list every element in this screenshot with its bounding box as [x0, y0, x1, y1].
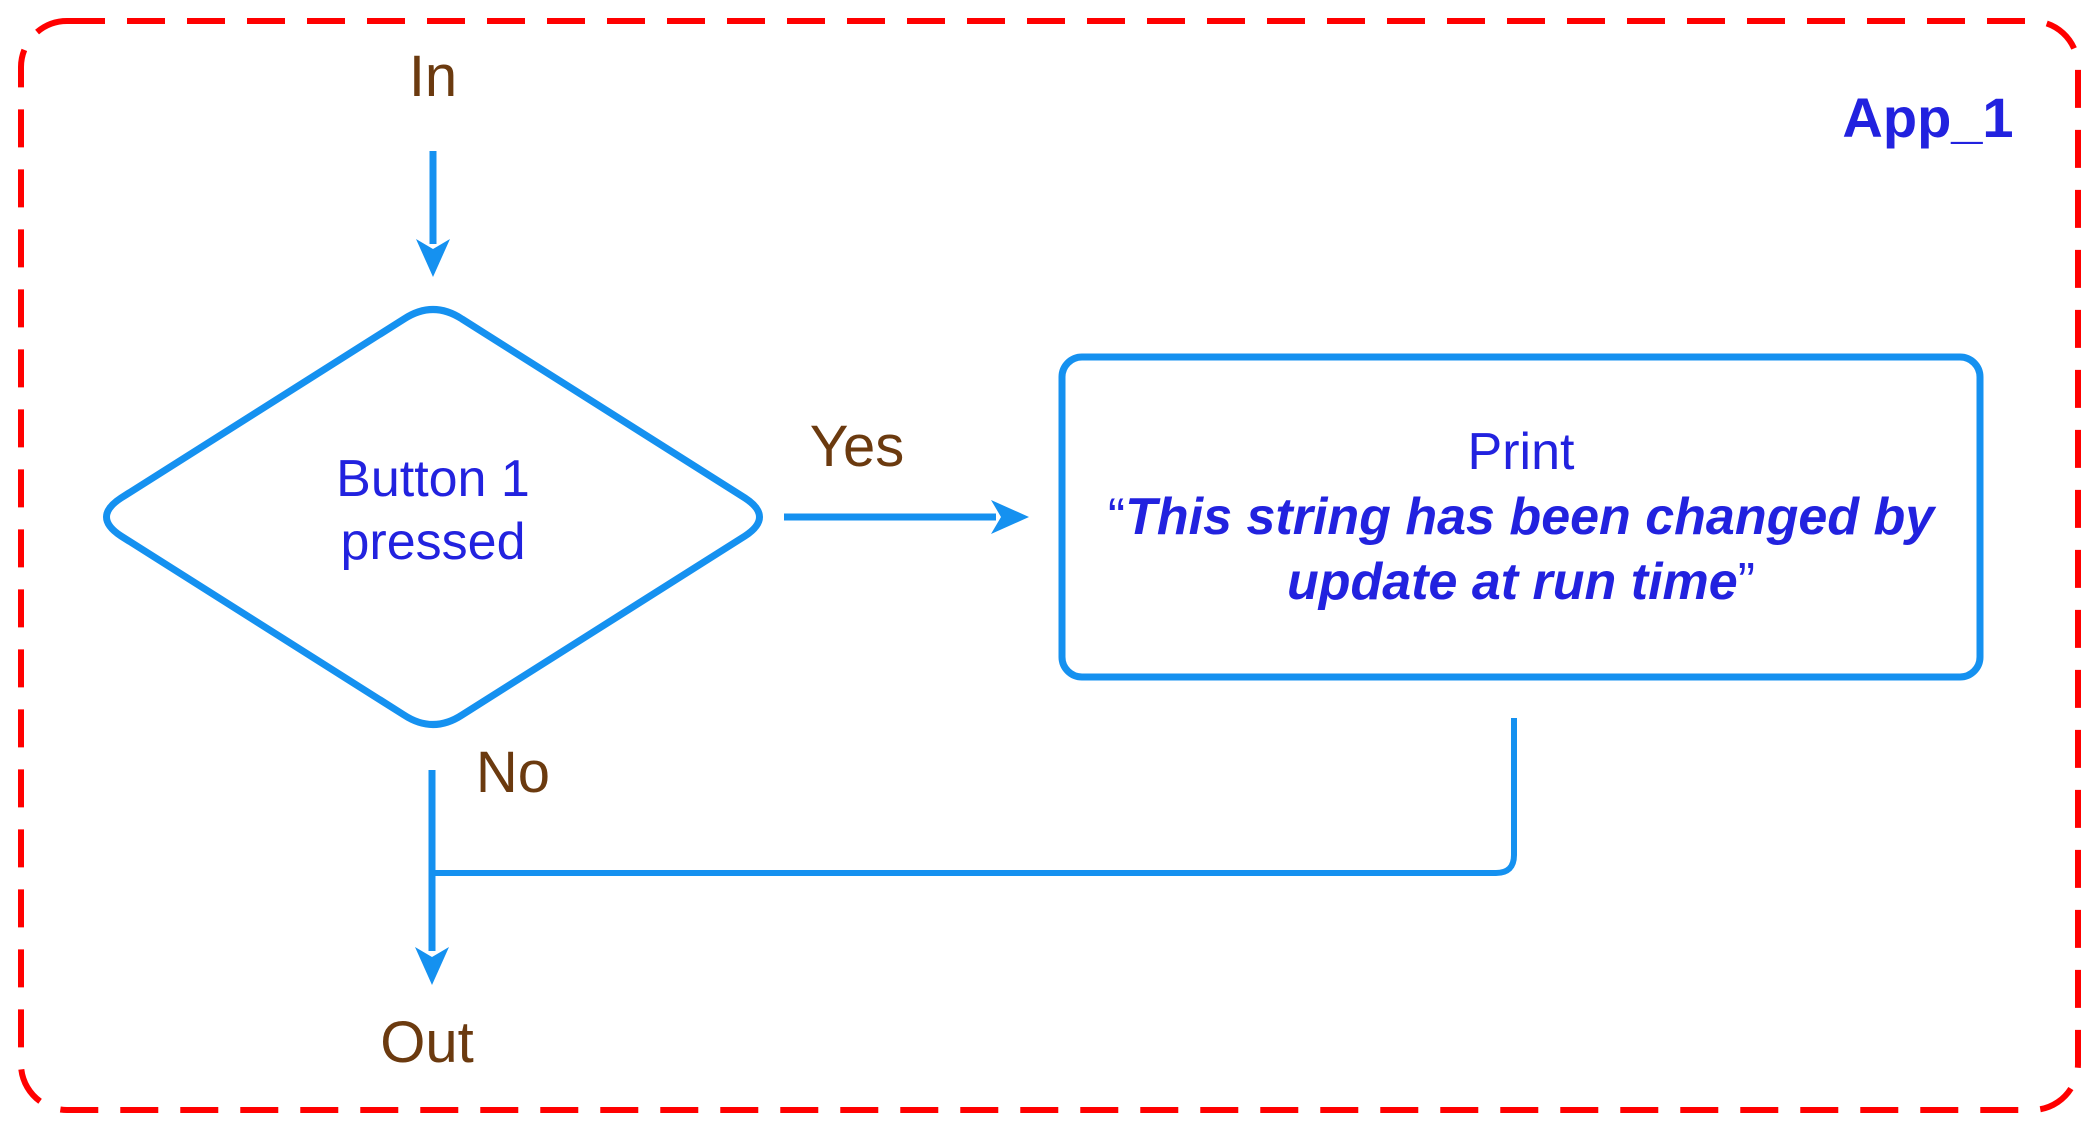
print-string-text-1: This string has been changed by [1125, 487, 1935, 546]
out-label: Out [380, 1010, 474, 1075]
out-arrow-head [415, 947, 449, 985]
in-label: In [408, 44, 458, 109]
print-box [1058, 353, 1984, 681]
no-edge-label: No [475, 740, 551, 805]
in-arrow-head [416, 239, 450, 277]
yes-edge-label: Yes [809, 414, 905, 479]
print-string-line1: “This string has been changed by [1108, 485, 1934, 550]
decision-label: Button 1 pressed [183, 448, 683, 574]
decision-diamond [103, 306, 763, 728]
print-box-label: Print “This string has been changed by u… [1062, 357, 1980, 677]
close-quote: ” [1737, 552, 1756, 611]
app-boundary-border [18, 18, 2081, 1113]
print-string-line2: update at run time” [1287, 550, 1755, 615]
decision-label-line2: pressed [340, 513, 526, 571]
print-to-out-connector [432, 718, 1517, 876]
app-title: App_1 [1842, 86, 2014, 149]
yes-arrow-head [991, 500, 1029, 534]
decision-label-line1: Button 1 [336, 450, 530, 508]
open-quote: “ [1107, 487, 1126, 546]
print-string-text-2: update at run time [1286, 552, 1738, 611]
print-title: Print [1467, 422, 1575, 481]
